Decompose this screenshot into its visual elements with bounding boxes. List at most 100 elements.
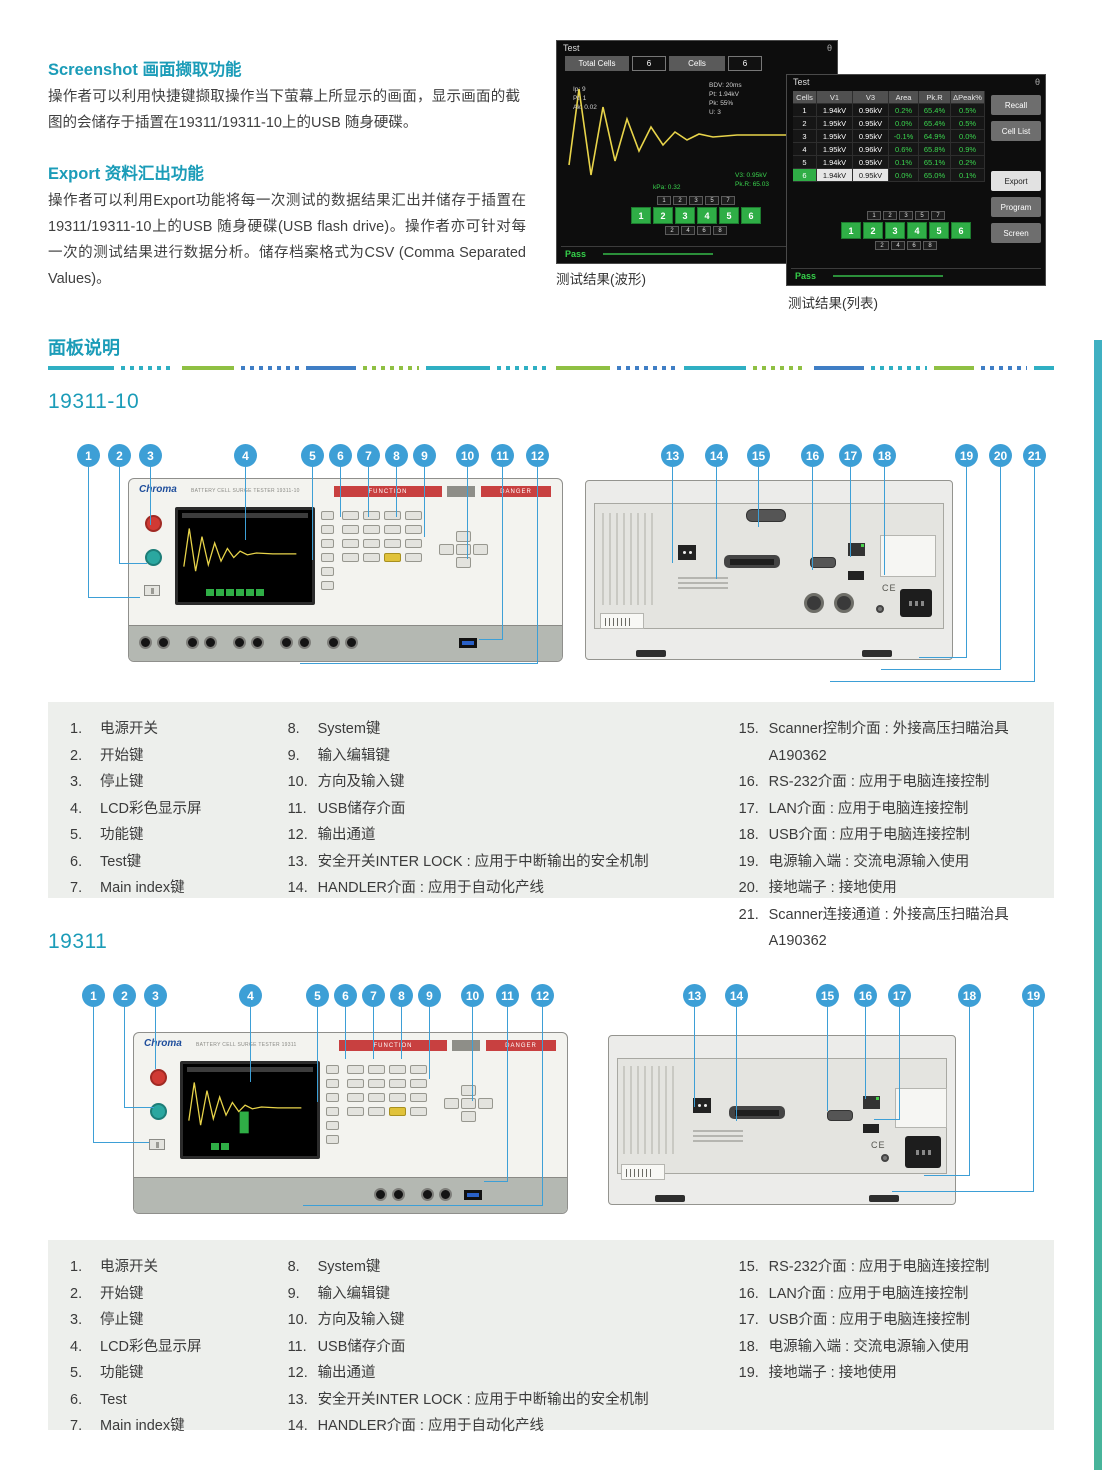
- terminal-strip: [129, 625, 562, 661]
- legend-item: 9.输入编辑键: [287, 1285, 391, 1302]
- legend-item: 1.电源开关: [70, 1259, 158, 1275]
- recall-button: Recall: [991, 95, 1041, 115]
- cells-label: Cells: [669, 56, 725, 71]
- function-keys: [326, 1065, 339, 1144]
- legend-item: 20.接地端子 : 接地使用: [738, 880, 897, 896]
- serial-label: [621, 1164, 665, 1180]
- callout-14: 14: [725, 984, 748, 1121]
- legend-item: 5.功能键: [70, 827, 144, 843]
- function-strip: FUNCTION: [334, 486, 442, 497]
- callout-15: 15: [747, 444, 770, 527]
- waveform-annotations-bottom: V3: 0.95kV Pk.R: 65.03: [735, 172, 769, 188]
- callout-10: 10: [461, 984, 484, 1101]
- waveform-caption: 测试结果(波形): [556, 272, 646, 287]
- legend-item: 2.开始键: [70, 1285, 144, 1302]
- legend-item: 2.开始键: [70, 747, 144, 764]
- right-arrow-key: [473, 544, 488, 555]
- usb-rear-port: [848, 571, 864, 580]
- callout-9: 9: [413, 444, 436, 537]
- ce-mark: CE: [871, 1140, 886, 1150]
- legend-item: 10.方向及输入键: [287, 1312, 405, 1328]
- callout-3: 3: [139, 444, 162, 525]
- lcd-waveform: [183, 528, 297, 572]
- down-arrow-key: [456, 557, 471, 568]
- vent-grille: [602, 513, 658, 605]
- left-arrow-key: [439, 544, 454, 555]
- screen-title: Test: [793, 77, 810, 87]
- program-button: Program: [991, 197, 1041, 217]
- lcd-cell-indicators: [211, 1143, 229, 1150]
- pass-status-bar: Pass: [561, 246, 833, 260]
- screenshot-feature-body: 操作者可以利用快捷键撷取操作当下萤幕上所显示的画面，显示画面的截图的会储存于插置…: [48, 89, 520, 131]
- model-title-19311: 19311: [48, 930, 108, 953]
- panel-section-title: 面板说明: [48, 338, 120, 358]
- callout-12: 12: [303, 984, 554, 1206]
- callout-1: 1: [77, 444, 140, 598]
- ac-inlet: [905, 1136, 941, 1168]
- down-arrow-key: [461, 1111, 476, 1122]
- ground-terminal: [881, 1154, 889, 1162]
- output-terminals: [374, 1188, 452, 1201]
- waveform-annotations-right: BDV: 20ms Pt: 1.94kV Pk: 55% U: 3: [709, 82, 742, 116]
- screen-button: Screen: [991, 223, 1041, 243]
- model-label: BATTERY CELL SURGE TESTER 19311: [196, 1042, 297, 1048]
- lcd-waveform: [188, 1082, 302, 1134]
- callout-16: 16: [854, 984, 877, 1099]
- serial-label: [600, 613, 644, 629]
- callout-16: 16: [801, 444, 824, 570]
- callout-2: 2: [113, 984, 154, 1108]
- legend-item: 12.输出通道: [287, 1365, 376, 1381]
- legend-item: 6.Test键: [70, 853, 142, 870]
- power-switch: [149, 1139, 165, 1150]
- export-button: Export: [991, 171, 1041, 191]
- legend-item: 12.输出通道: [287, 827, 376, 843]
- export-feature-body: 操作者可以利用Export功能将每一次测试的数据结果汇出并储存于插置在19311…: [48, 193, 526, 287]
- legend-item: 19.接地端子 : 接地使用: [738, 1365, 897, 1381]
- scanner-output-connectors: [804, 593, 854, 613]
- enter-key: [384, 553, 401, 562]
- interlock-connector: [678, 545, 696, 560]
- callout-5: 5: [306, 984, 329, 1102]
- callout-11: 11: [484, 984, 519, 1182]
- callout-6: 6: [334, 984, 357, 1059]
- callout-3: 3: [144, 984, 167, 1069]
- screenshot-feature-title: Screenshot 画面撷取功能: [48, 61, 242, 79]
- right-arrow-key: [478, 1098, 493, 1109]
- power-switch: [144, 585, 160, 596]
- callout-4: 4: [234, 444, 257, 540]
- model-title-19311-10: 19311-10: [48, 390, 140, 413]
- waveform-annotations-left: Ip: 9 Pt: 1 Ak: 0.02: [573, 86, 597, 111]
- legend-item: 15.RS-232介面 : 应用于电脑连接控制: [738, 1259, 990, 1275]
- rear-panel-19311: CE: [608, 1035, 956, 1205]
- callout-19: 19: [892, 984, 1045, 1192]
- usb-port: [459, 638, 477, 648]
- up-arrow-key: [456, 531, 471, 542]
- rs232-connector: [827, 1110, 853, 1121]
- indicator-strip: [447, 486, 475, 497]
- callout-13: 13: [661, 444, 684, 563]
- callout-6: 6: [329, 444, 352, 517]
- output-terminals: [139, 636, 358, 649]
- function-strip: FUNCTION: [339, 1040, 447, 1051]
- legend-item: 17.LAN介面 : 应用于电脑连接控制: [738, 800, 969, 817]
- arrow-keys: [444, 1085, 493, 1122]
- legend-item: 11.USB储存介面: [287, 1338, 406, 1355]
- pass-status: Pass: [795, 271, 817, 281]
- stop-button: [145, 515, 162, 532]
- warning-text-block: [678, 577, 728, 592]
- rear-panel-19311-10: CE: [585, 480, 953, 660]
- callout-2: 2: [108, 444, 147, 564]
- callout-20: 20: [881, 444, 1012, 670]
- legend-item: 1.电源开关: [70, 721, 158, 737]
- rs232-connector: [810, 557, 836, 568]
- legend-item: 18.USB介面 : 应用于电脑连接控制: [738, 827, 971, 843]
- legend-item: 7.Main index键: [70, 880, 185, 896]
- callout-14: 14: [705, 444, 728, 579]
